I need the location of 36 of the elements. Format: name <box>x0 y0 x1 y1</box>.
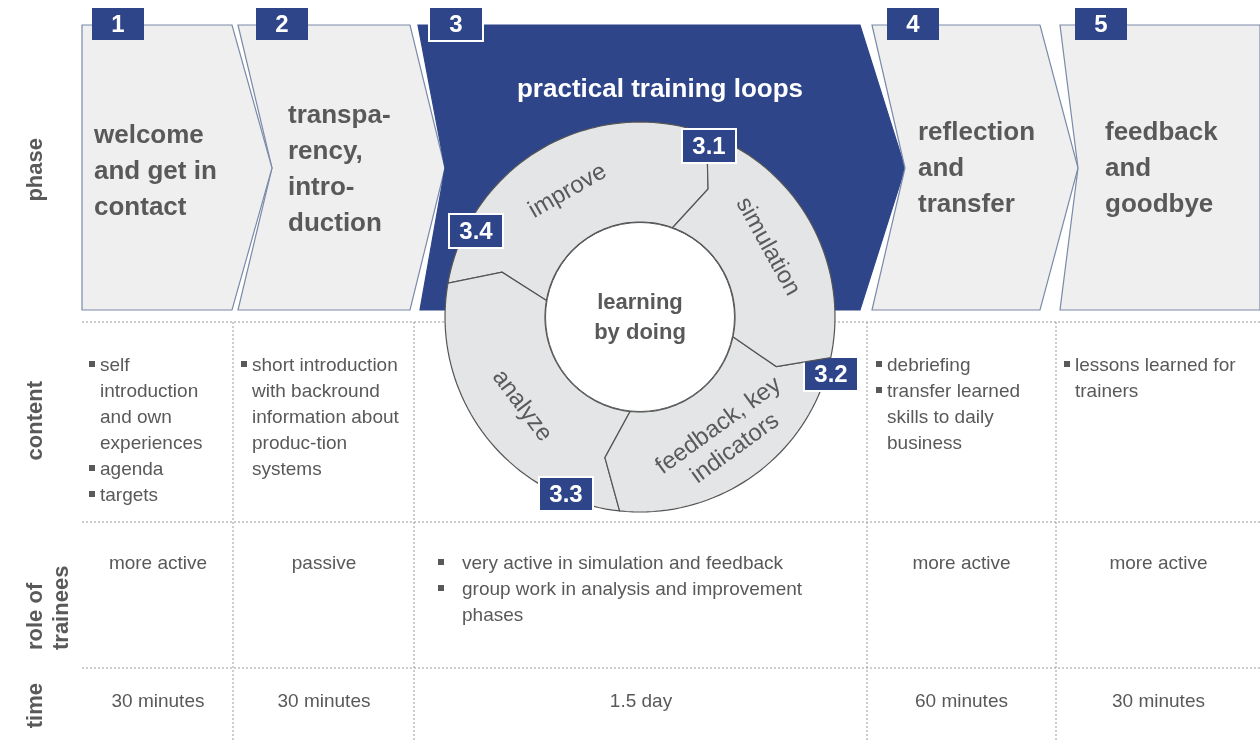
list-item: agenda <box>88 456 228 482</box>
list-item: debriefing <box>875 352 1050 378</box>
cell-text: more active <box>911 551 1012 575</box>
phase-title: welcome and get in contact <box>94 118 218 223</box>
cell-text: more active <box>107 551 209 575</box>
step-number-badge: 3.1 <box>683 130 735 162</box>
cell-text: 30 minutes <box>276 689 372 713</box>
cell-text: passive <box>290 551 358 575</box>
cell-text: 60 minutes <box>914 689 1009 713</box>
row-header: role of trainees <box>22 564 74 650</box>
phase-title: transpa-rency, intro-duction <box>288 98 392 239</box>
row-header: content <box>22 380 48 460</box>
step-number-badge: 3.3 <box>540 478 592 510</box>
step-number-badge: 3.2 <box>805 358 857 390</box>
step-number-badge: 1 <box>92 8 144 40</box>
center-label: learning by doing <box>593 288 687 346</box>
step-number-badge: 4 <box>887 8 939 40</box>
row-header: time <box>22 682 48 728</box>
chevron-shape <box>868 8 1080 312</box>
cell-text: 30 minutes <box>110 689 206 713</box>
step-number-badge: 5 <box>1075 8 1127 40</box>
list-item: lessons learned for trainers <box>1063 352 1253 404</box>
chevron-shape <box>1057 8 1260 312</box>
list-item: very active in simulation and feedback <box>436 550 861 576</box>
row-header: phase <box>22 138 48 202</box>
list-item: group work in analysis and improvement phases <box>436 576 861 628</box>
cell-text: more active <box>1108 551 1209 575</box>
list-item: transfer learned skills to daily business <box>875 378 1050 456</box>
list-item: short introduction with backround information about produc-tion systems <box>240 352 405 482</box>
cell-text: 1.5 day <box>608 689 674 713</box>
step-number-badge: 2 <box>256 8 308 40</box>
phase-title: feedback and goodbye <box>1105 115 1219 220</box>
phase-title: practical training loops <box>515 72 805 105</box>
cell-text: 30 minutes <box>1111 689 1206 713</box>
list-item: targets <box>88 482 228 508</box>
phase-title: reflection and transfer <box>918 115 1037 220</box>
